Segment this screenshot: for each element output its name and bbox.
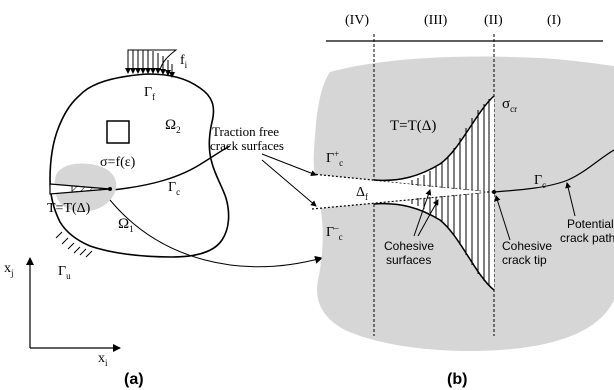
domain-upper-label: Ω2 xyxy=(165,117,181,135)
body-outline xyxy=(49,73,230,258)
pointer-traction-free-lower xyxy=(261,159,317,207)
pointer-crack-tip xyxy=(494,195,511,241)
zone-label-iii: (III) xyxy=(424,13,448,28)
pointer-traction-free-upper xyxy=(261,153,317,176)
crack-tip-label-2: crack tip xyxy=(502,253,547,267)
crack-cohesive-hatch xyxy=(71,185,111,193)
potential-crack-path xyxy=(493,149,614,193)
potential-path-label-1: Potential xyxy=(567,217,614,231)
material-element xyxy=(106,120,130,144)
axis-vertical-label: xj xyxy=(4,261,14,278)
boundary-disp-label: Γu xyxy=(58,264,71,281)
crack-face-upper xyxy=(311,173,495,193)
crack-path-label: Γc xyxy=(534,173,546,190)
zone-label-i: (I) xyxy=(547,13,561,28)
traction-free-label-2: crack surfaces xyxy=(210,138,284,153)
traction-hatch-lower xyxy=(411,192,490,286)
opening-label: Δf xyxy=(356,185,368,202)
caption-b: (b) xyxy=(447,371,467,388)
cohesive-law-label-a: T=T(Δ) xyxy=(47,201,91,216)
traction-free-label-1: Traction free xyxy=(212,124,279,139)
fixed-boundary-hatch xyxy=(55,231,93,258)
traction-curve-lower-fill xyxy=(374,192,494,290)
peak-stress-label: σcr xyxy=(502,96,517,114)
pointer-cohesive-lower xyxy=(417,199,439,237)
boundary-traction-label: Γf xyxy=(144,85,155,102)
zone-label-ii: (II) xyxy=(484,13,503,28)
traction-curve-lower xyxy=(373,202,495,291)
distributed-load xyxy=(125,49,178,78)
crack-opening xyxy=(312,174,494,209)
crack-tip-dot xyxy=(108,187,112,191)
zoom-connector xyxy=(109,199,323,268)
pointer-cohesive-upper xyxy=(413,189,432,237)
cohesive-law-label-b: T=T(Δ) xyxy=(390,118,436,134)
pointer-potential-path xyxy=(565,182,576,217)
traction-curve-upper-fill xyxy=(374,96,494,192)
crack-tip-label-1: Cohesive xyxy=(502,239,552,253)
potential-path-label-2: crack path xyxy=(560,231,614,245)
caption-a: (a) xyxy=(124,371,144,388)
traction-curve-upper xyxy=(373,95,495,182)
panel-b: (IV) (III) (II) (I) xyxy=(210,13,614,388)
constitutive-label: σ=f(ε) xyxy=(100,155,136,170)
lower-face-label: Γ–c xyxy=(326,223,343,242)
crack-face-lower xyxy=(311,191,495,210)
crack-boundary-label: Γc xyxy=(168,180,180,197)
load-label: fi xyxy=(180,53,188,70)
crack-boundary-line xyxy=(111,145,231,191)
cohesive-surfaces-label-1: Cohesive xyxy=(384,239,434,253)
axis-horizontal-label: xi xyxy=(98,351,108,368)
zone-label-iv: (IV) xyxy=(345,13,369,28)
upper-face-label: Γ+c xyxy=(326,149,343,168)
panel-a: fi Γf Ω2 σ=f(ε) Γc T=T(Δ) Ω1 Γu xj xi (a… xyxy=(4,49,231,388)
domain-lower-label: Ω1 xyxy=(118,216,134,234)
traction-hatch-upper xyxy=(411,99,490,192)
cohesive-surfaces-label-2: surfaces xyxy=(386,253,431,267)
